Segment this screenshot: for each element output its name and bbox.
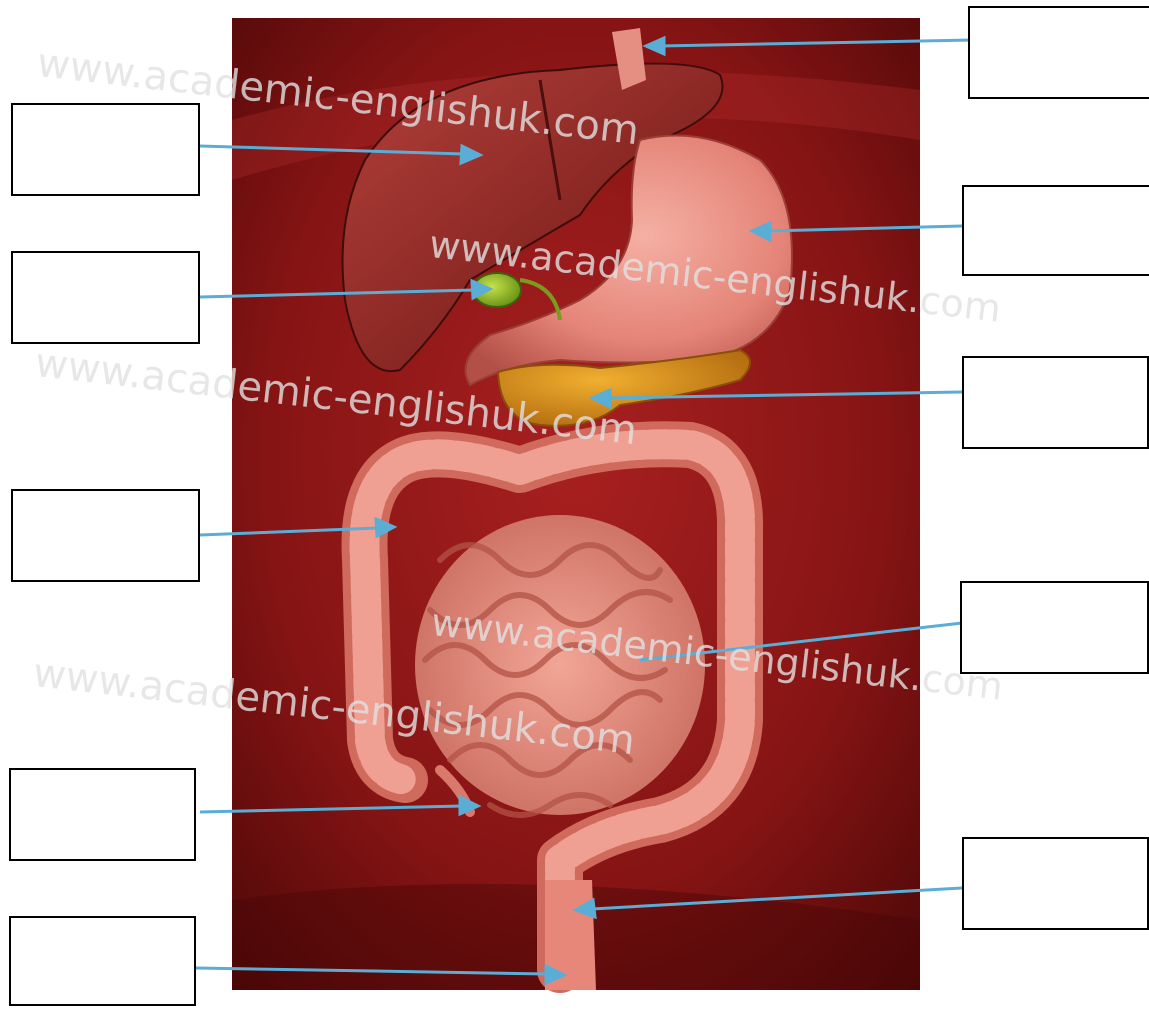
answer-box-oesophagus[interactable] <box>968 6 1149 99</box>
answer-box-liver[interactable] <box>11 103 200 196</box>
answer-box-appendix[interactable] <box>9 768 196 861</box>
answer-box-small-intestine[interactable] <box>960 581 1149 674</box>
answer-box-rectum[interactable] <box>962 837 1149 930</box>
answer-box-gall-bladder[interactable] <box>11 251 200 344</box>
answer-box-pancreas[interactable] <box>962 356 1149 449</box>
answer-box-stomach[interactable] <box>962 185 1149 276</box>
answer-box-large-intestine[interactable] <box>11 489 200 582</box>
answer-box-anus[interactable] <box>9 916 196 1006</box>
